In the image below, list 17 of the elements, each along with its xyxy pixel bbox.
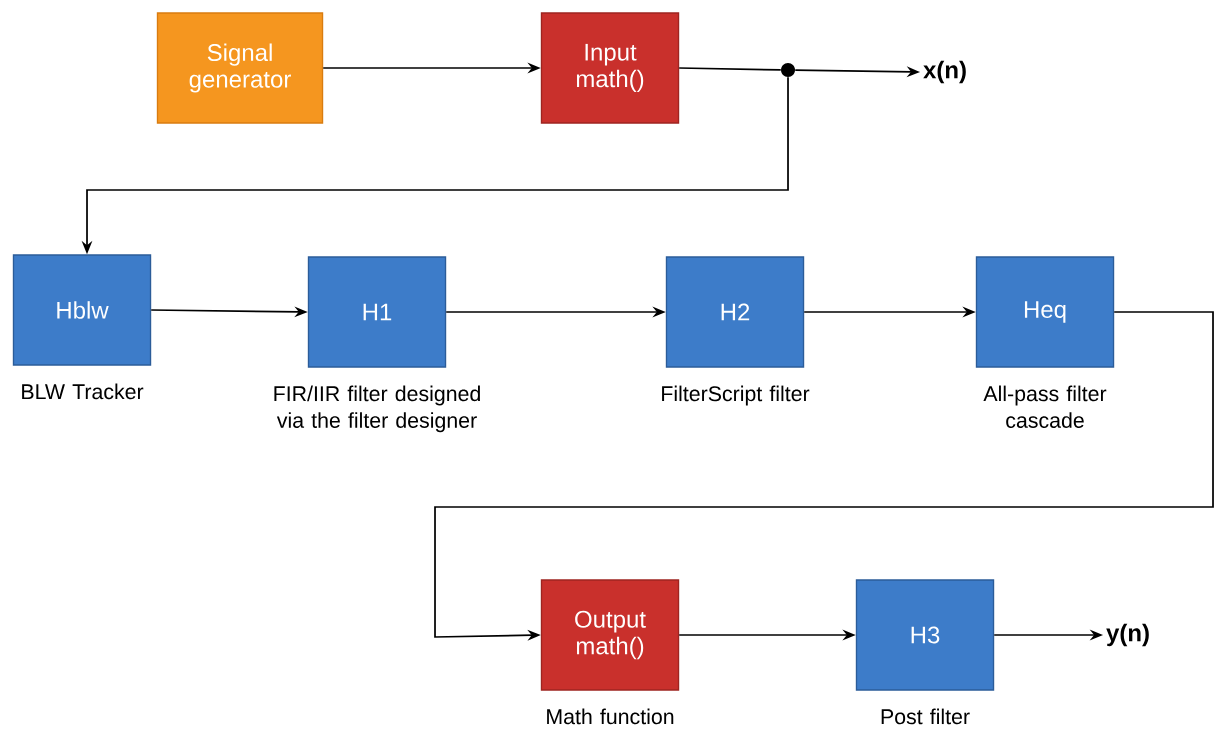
- junction-dot: [781, 63, 795, 77]
- process-box: H2: [665, 256, 805, 368]
- node-label: Post filter: [881, 708, 970, 725]
- node-label: FilterScript filter: [662, 385, 810, 406]
- process-box: Heq: [975, 256, 1115, 368]
- process-box: H1: [307, 256, 447, 368]
- process-box: Hblw: [12, 254, 152, 366]
- node-label: All-pass filter cascade: [983, 385, 1107, 428]
- node-label: FIR/IIR filter designed via the filter designer: [274, 385, 480, 433]
- signal-label: y(n): [1106, 623, 1149, 647]
- process-box: Signal generator: [156, 12, 324, 124]
- process-box: Input math(): [540, 12, 680, 124]
- node-label: Math function: [547, 708, 674, 725]
- process-box: Output math(): [540, 579, 680, 691]
- node-label: BLW Tracker: [22, 383, 144, 400]
- process-box: H3: [855, 579, 995, 691]
- signal-label: x(n): [923, 60, 966, 84]
